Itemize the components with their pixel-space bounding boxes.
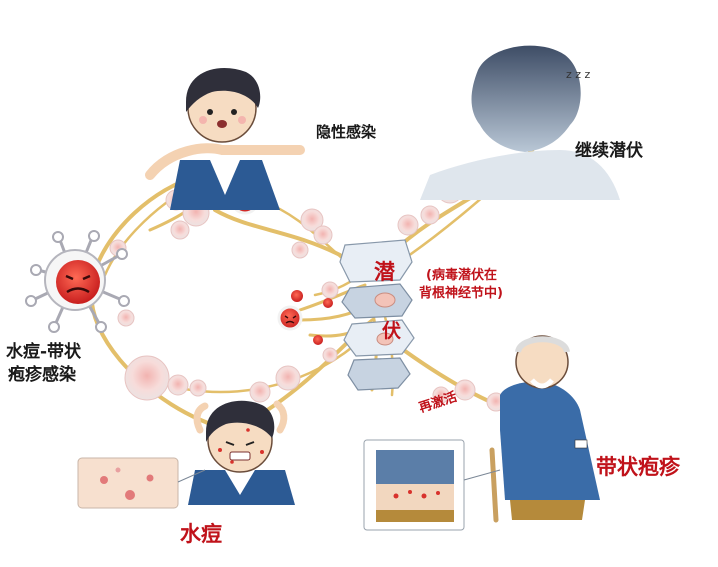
label-latent-char1: 潜 [374, 260, 395, 284]
shingles-back-inset [363, 439, 501, 531]
label-vzv-infection-line2: 疱疹感染 [8, 365, 76, 385]
label-latent-infection: 隐性感染 [316, 123, 377, 141]
child-latent-infection [145, 67, 305, 210]
svg-text:z z z: z z z [566, 68, 591, 81]
label-chickenpox: 水痘 [180, 522, 222, 546]
label-vzv-infection-line1: 水痘-带状 [6, 342, 82, 362]
spine [339, 239, 415, 391]
label-latent-char2: 伏 [382, 320, 402, 342]
elderly-man-shingles [489, 335, 600, 523]
virus-large-icon [25, 230, 130, 333]
label-latency-note-line1: (病毒潜伏在 [426, 268, 497, 283]
child-chickenpox [188, 400, 295, 505]
chickenpox-skin-inset [77, 457, 206, 509]
label-continued-latency: 继续潜伏 [575, 141, 643, 161]
label-shingles: 带状疱疹 [596, 455, 680, 479]
label-latency-note-line2: 背根神经节中) [419, 286, 503, 301]
man-continued-latency: z z z [420, 45, 620, 200]
